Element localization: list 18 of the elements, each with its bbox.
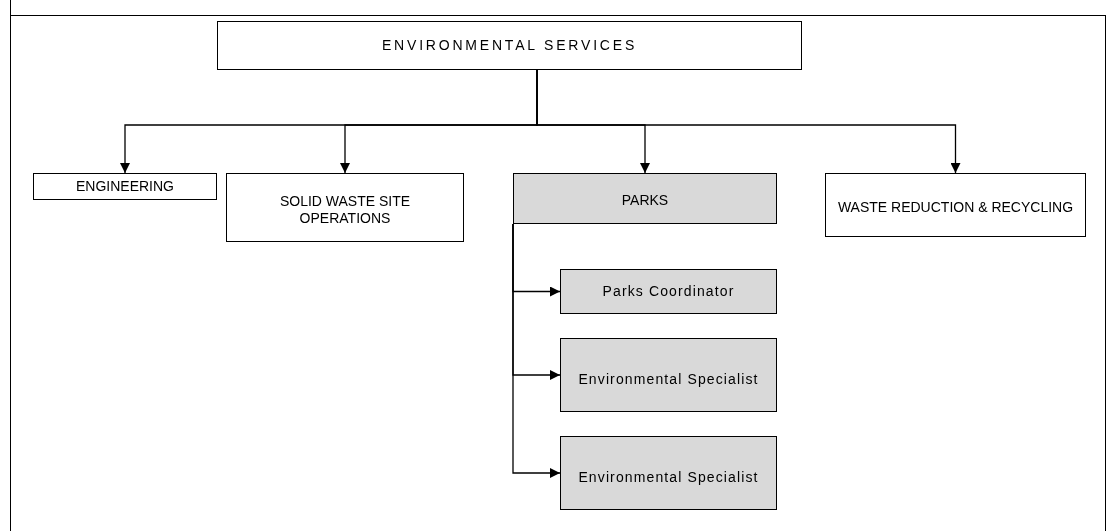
box-label: SOLID WASTE SITE OPERATIONS [278,192,412,227]
org-box [513,173,777,224]
box-label: ENGINEERING [75,178,175,195]
org-box [825,173,1086,237]
box-label: PARKS [620,192,670,209]
connector-arrow [512,223,561,478]
org-box [560,338,777,412]
box-label: ENVIRONMENTAL SERVICES [380,37,639,54]
org-box [33,173,217,200]
org-box [217,21,802,70]
box-label: Parks Coordinator [601,283,736,300]
org-box [560,436,777,510]
box-label: WASTE REDUCTION & RECYCLING [836,198,1075,216]
org-box [226,173,464,242]
box-label: Environmental Specialist [577,468,760,486]
connector-arrow [536,69,961,174]
org-box [560,269,777,314]
box-label: Environmental Specialist [577,370,760,388]
